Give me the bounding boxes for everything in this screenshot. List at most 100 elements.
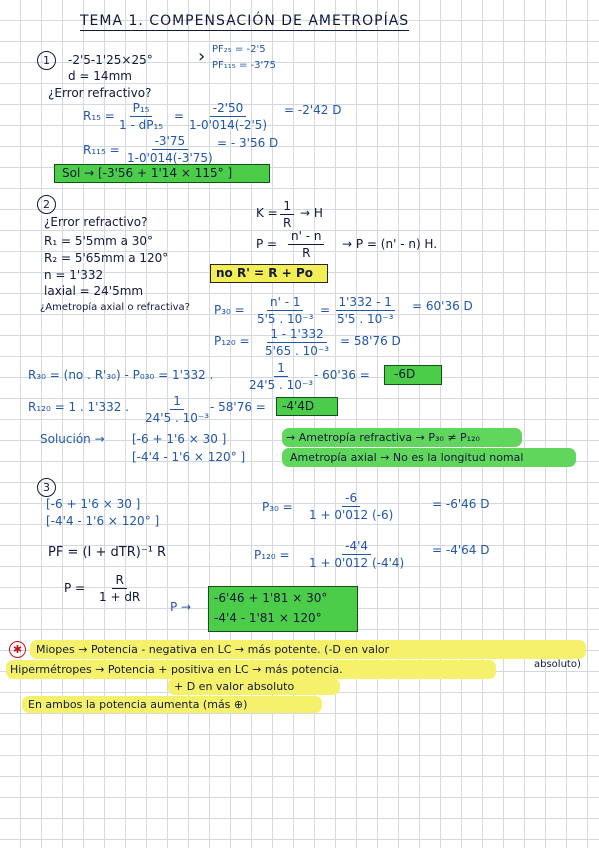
- s3-p120-num: -4'4: [342, 539, 372, 555]
- s1-question: ¿Error refractivo?: [48, 86, 152, 100]
- s2-r30-den: 24'5 . 10⁻³: [249, 378, 314, 392]
- s1-r15-num: P₁₅: [129, 101, 153, 117]
- s2-p120-label: P₁₂₀ =: [214, 334, 250, 348]
- s2-p120-fraction: 1 - 1'332 5'65 . 10⁻³: [262, 327, 332, 358]
- s2-r120-result: -4'4D: [282, 399, 315, 413]
- s2-r120-result-box: [276, 397, 338, 416]
- s1-r15-den: 1 - dP₁₅: [119, 118, 164, 132]
- s2-question: ¿Error refractivo?: [44, 215, 148, 229]
- s1-pf25: PF₂₅ = -2'5: [212, 44, 266, 55]
- s2-p30-fraction: n' - 1 5'5 . 10⁻³: [254, 295, 316, 326]
- s1-pf115: PF₁₁₅ = -3'75: [212, 60, 276, 71]
- section-3-number: 3: [37, 478, 56, 497]
- s3-p-label: P =: [64, 581, 86, 595]
- note-line2: Hipermétropes → Potencia + positiva en L…: [10, 663, 343, 676]
- s1-r15-den2: 1-0'014(-2'5): [189, 118, 268, 132]
- s3-p30-result: = -6'46 D: [432, 497, 490, 511]
- s2-p30-den: 5'5 . 10⁻³: [257, 312, 314, 326]
- s3-p-arrow: P →: [170, 600, 192, 614]
- s2-laxial: laxial = 24'5mm: [44, 284, 144, 298]
- s1-r115-result: = - 3'56 D: [217, 136, 279, 150]
- s2-formula: no R' = R + Po: [216, 266, 313, 280]
- s2-question2: ¿Ametropía axial o refractiva?: [40, 302, 190, 313]
- s2-k-label: K =: [256, 206, 278, 220]
- s3-pf-equation: PF = (I + dTR)⁻¹ R: [48, 545, 167, 560]
- s2-r2: R₂ = 5'65mm a 120°: [44, 251, 169, 265]
- s2-r120-fraction: 1 24'5 . 10⁻³: [142, 394, 212, 425]
- s3-final-line2: -4'4 - 1'81 × 120°: [214, 611, 322, 625]
- s1-r15-label: R₁₅ =: [83, 109, 115, 123]
- page-title: TEMA 1. COMPENSACIÓN DE AMETROPÍAS: [80, 13, 410, 31]
- s2-p30-eq: =: [320, 303, 331, 317]
- s2-k-arrow: → H: [300, 206, 323, 220]
- s3-p-den: 1 + dR: [99, 590, 141, 604]
- s2-r30-result-box: [384, 365, 442, 385]
- s2-p30-fraction2: 1'332 - 1 5'5 . 10⁻³: [334, 295, 396, 326]
- s1-solution-box: [54, 164, 270, 183]
- brace-icon: ›: [198, 46, 206, 67]
- s2-r1: R₁ = 5'5mm a 30°: [44, 234, 154, 248]
- s2-solution-label: Solución →: [40, 432, 105, 446]
- s3-final-box: [208, 586, 358, 632]
- s2-r30-num: 1: [274, 361, 288, 377]
- s2-ametropia-axial: Ametropía axial → No es la longitud noma…: [290, 451, 524, 464]
- s1-r15-eq: =: [174, 109, 185, 123]
- note-highlight-1: [30, 640, 586, 659]
- s2-r120-num: 1: [170, 394, 184, 410]
- s2-k-fraction: 1 R: [280, 199, 294, 230]
- s2-r30-expr: R₃₀ = (no . R'₃₀) - P₀₃₀ = 1'332 .: [28, 368, 214, 382]
- s3-p30-den: 1 + 0'012 (-6): [309, 508, 394, 522]
- s2-p120-den: 5'65 . 10⁻³: [265, 344, 330, 358]
- s3-p120-den: 1 + 0'012 (-4'4): [309, 556, 405, 570]
- s2-p-label: P =: [256, 237, 278, 251]
- s3-p120-result: = -4'64 D: [432, 543, 490, 557]
- s2-k-num: 1: [280, 199, 294, 215]
- note-highlight-3: [168, 678, 340, 695]
- s3-p-fraction: R 1 + dR: [96, 573, 143, 604]
- s2-p30-den2: 5'5 . 10⁻³: [337, 312, 394, 326]
- s2-p120-result: = 58'76 D: [340, 334, 401, 348]
- s2-ametropia-refractive: → Ametropía refractiva → P₃₀ ≠ P₁₂₀: [286, 431, 480, 444]
- s2-r30-result: -6D: [394, 367, 416, 381]
- s2-k-den: R: [283, 216, 292, 230]
- s2-p-den: R: [302, 246, 311, 260]
- s1-r115-fraction: -3'75 1-0'014(-3'75): [124, 134, 216, 165]
- s3-p120-fraction: -4'4 1 + 0'012 (-4'4): [306, 539, 407, 570]
- s2-p-num: n' - n: [288, 229, 325, 245]
- s2-r30-fraction: 1 24'5 . 10⁻³: [246, 361, 316, 392]
- s2-n: n = 1'332: [44, 268, 104, 282]
- s1-r15-fraction: P₁₅ 1 - dP₁₅: [116, 101, 166, 132]
- section-2-number: 2: [37, 195, 56, 214]
- s1-r15-num2: -2'50: [209, 101, 247, 117]
- s3-p-num: R: [112, 573, 127, 589]
- s3-final-line1: -6'46 + 1'81 × 30°: [214, 591, 328, 605]
- note-line3: + D en valor absoluto: [174, 680, 295, 693]
- s2-p30-num2: 1'332 - 1: [335, 295, 395, 311]
- s3-p30-fraction: -6 1 + 0'012 (-6): [306, 491, 396, 522]
- s1-r15-result: = -2'42 D: [284, 103, 342, 117]
- s1-r15-fraction2: -2'50 1-0'014(-2'5): [186, 101, 270, 132]
- s2-r120-expr: R₁₂₀ = 1 . 1'332 .: [28, 400, 129, 414]
- section-1-number: 1: [37, 51, 56, 70]
- s2-p30-result: = 60'36 D: [412, 299, 473, 313]
- s1-solution: Sol → [-3'56 + 1'14 × 115° ]: [62, 166, 233, 180]
- s2-ametropia-highlight-1: [282, 428, 522, 447]
- note-highlight-2: [6, 660, 496, 679]
- s2-p30-label: P₃₀ =: [214, 303, 245, 317]
- note-line4: En ambos la potencia aumenta (más ⊕): [28, 698, 248, 711]
- s3-line2: [-4'4 - 1'6 × 120° ]: [46, 514, 160, 528]
- s2-ametropia-highlight-2: [282, 448, 576, 467]
- note-line1b: absoluto): [534, 659, 581, 670]
- s1-prescription: -2'5-1'25×25°: [68, 53, 153, 67]
- s2-r30-mid: - 60'36 =: [314, 368, 370, 382]
- s2-p30-num: n' - 1: [266, 295, 304, 311]
- s2-formula-box: [210, 264, 328, 283]
- s2-solution-line2: [-4'4 - 1'6 × 120° ]: [132, 450, 246, 464]
- s3-line1: [-6 + 1'6 × 30 ]: [46, 497, 141, 511]
- s3-p30-label: P₃₀ =: [262, 500, 293, 514]
- note-line1: Miopes → Potencia - negativa en LC → más…: [36, 643, 390, 656]
- asterisk-icon: ✱: [9, 641, 26, 658]
- s2-p-fraction: n' - n R: [288, 229, 325, 260]
- s2-r120-mid: - 58'76 =: [210, 400, 266, 414]
- s2-solution-line1: [-6 + 1'6 × 30 ]: [132, 432, 227, 446]
